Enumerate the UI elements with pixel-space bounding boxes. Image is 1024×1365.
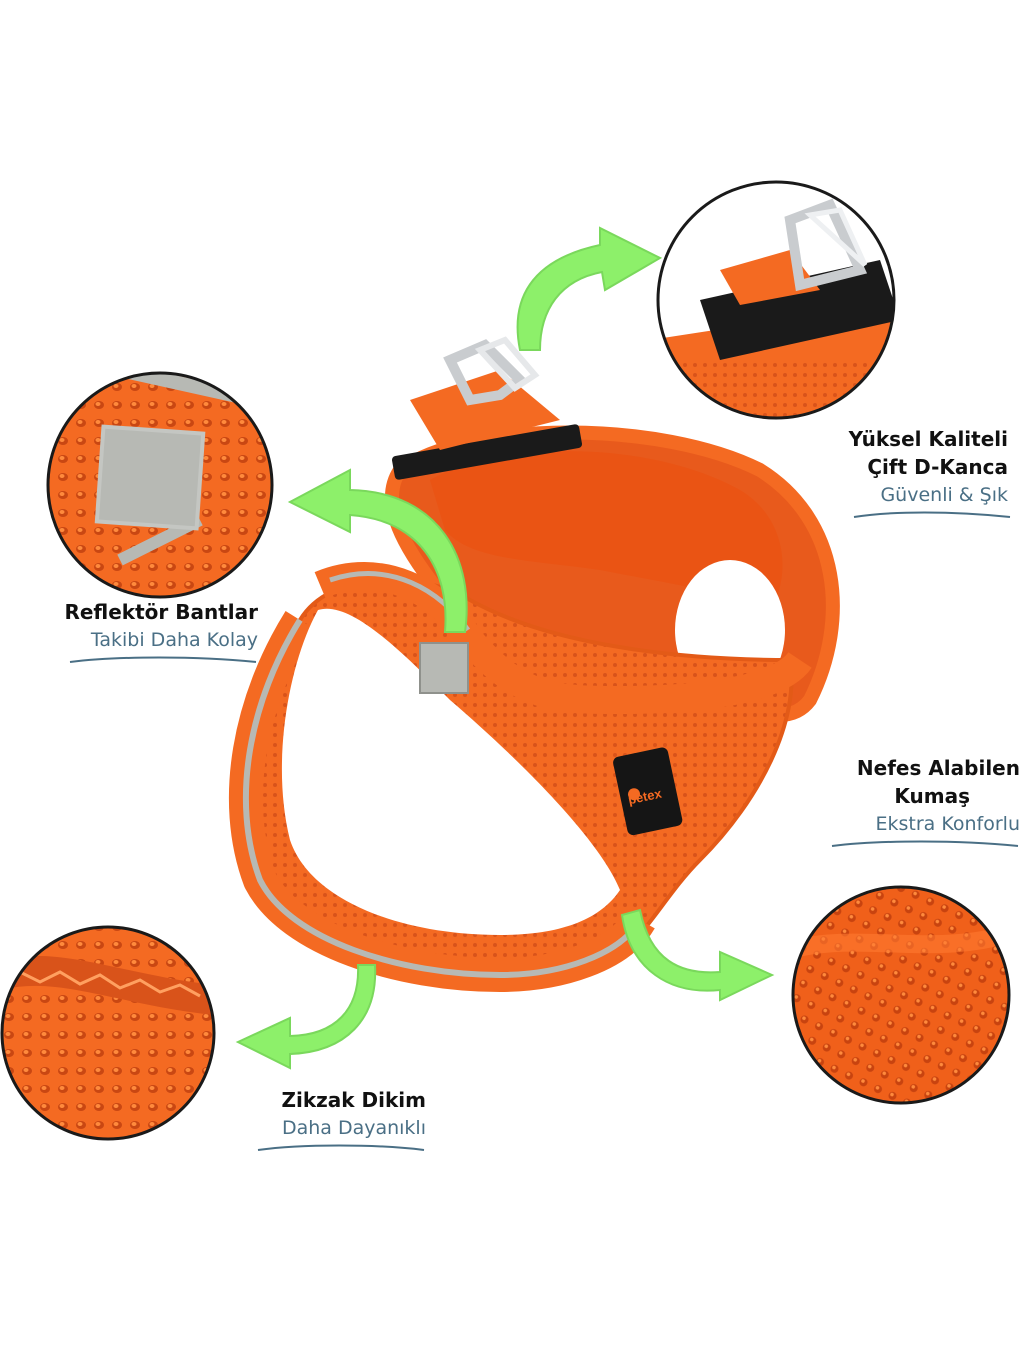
- feature-reflective: Reflektör Bantlar Takibi Daha Kolay: [10, 598, 258, 666]
- feature-zigzag: Zikzak Dikim Daha Dayanıklı: [200, 1086, 426, 1154]
- feature-title-line: Çift D-Kanca: [867, 455, 1008, 479]
- wave-underline-icon: [257, 1144, 425, 1151]
- wave-underline-icon: [853, 511, 1011, 518]
- wave-underline-icon: [69, 656, 257, 663]
- buckle: [391, 424, 583, 480]
- circle-zigzag: [2, 927, 214, 1139]
- brand-logo-text: petex: [627, 785, 664, 807]
- feature-title-line: Reflektör Bantlar: [64, 600, 258, 624]
- feature-breathable: Nefes Alabilen Kumaş Ekstra Konforlu: [780, 754, 1020, 850]
- feature-dhook: Yüksel Kaliteli Çift D-Kanca Güvenli & Ş…: [740, 425, 1011, 521]
- brand-patch: [613, 747, 683, 836]
- feature-subtitle: Takibi Daha Kolay: [90, 629, 258, 651]
- feature-subtitle: Güvenli & Şık: [880, 484, 1008, 506]
- circle-reflective: [48, 373, 272, 597]
- wave-underline-icon: [831, 840, 1019, 847]
- feature-subtitle: Ekstra Konforlu: [875, 813, 1020, 835]
- arrow-to-dhook: [516, 226, 663, 351]
- feature-title-line: Nefes Alabilen: [856, 756, 1020, 780]
- arrow-to-zigzag: [235, 964, 377, 1070]
- feature-subtitle: Daha Dayanıklı: [281, 1117, 426, 1139]
- feature-title-line: Zikzak Dikim: [281, 1088, 426, 1112]
- circle-dhook: [658, 182, 894, 418]
- arrow-to-reflective: [287, 468, 468, 633]
- circle-breathable: [793, 887, 1009, 1103]
- feature-title-line: Yüksel Kaliteli: [848, 427, 1008, 451]
- reflective-tab: [419, 642, 469, 694]
- feature-title-line: Kumaş: [894, 784, 970, 808]
- arrow-to-breathable: [620, 908, 775, 1002]
